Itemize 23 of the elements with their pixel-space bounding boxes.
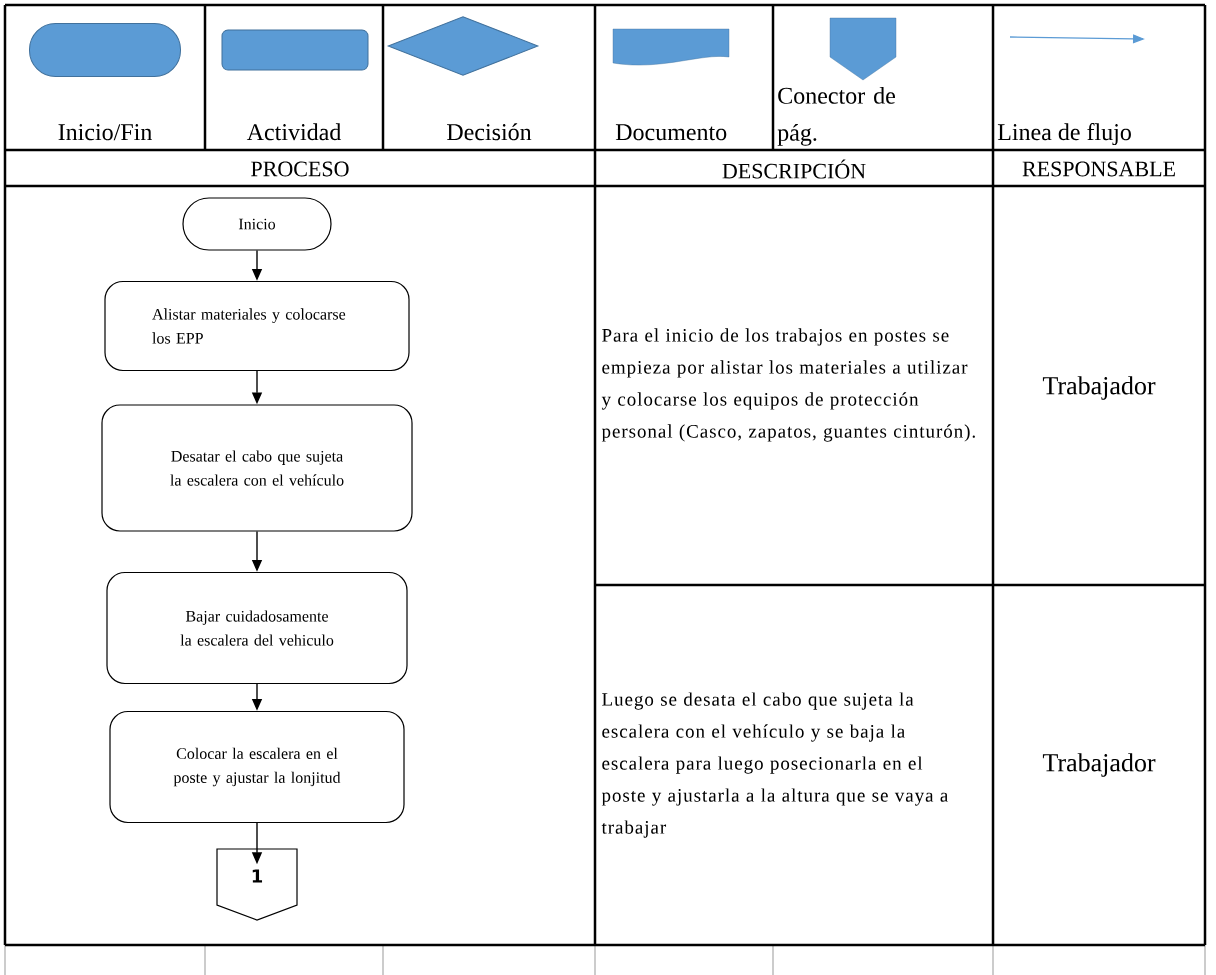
process-box: Desatar el cabo que sujeta la escalera con el vehículo [101, 404, 413, 532]
column-header: RESPONSABLE [1022, 161, 1175, 177]
role-text: Trabajador [1042, 753, 1156, 777]
description-text: Para el inicio de los trabajos en postes se empieza por alistar los materiales a utilizar y colocarse los equipos de protección personal (Casco, zapatos, guantes cinturón). [601, 328, 975, 442]
description-text: Luego se desata el cabo que sujeta la escalera con el vehículo y se baja la escalera para luego posecionarla en el poste y ajustarla a la altura que se vaya a trabajar [601, 692, 948, 838]
legend-label: Linea de flujo [997, 123, 1131, 146]
legend-label: Actividad [246, 123, 342, 141]
process-box: Alistar materiales y colocarse los EPP [104, 280, 410, 372]
pentagon-symbol [829, 17, 897, 81]
diamond-symbol [387, 16, 539, 76]
legend-label: Documento [615, 124, 727, 141]
legend-label: Decisión [447, 123, 532, 141]
document-symbol [612, 28, 730, 66]
column-header: PROCESO [251, 161, 349, 177]
process-box: Bajar cuidadosamente la escalera del vehiculo [106, 571, 408, 685]
process-box: Colocar la escalera en el poste y ajustar la lonjitud [109, 710, 405, 824]
role-text: Trabajador [1042, 376, 1156, 400]
legend-label: Conector de pág. [777, 86, 895, 146]
column-header: DESCRIPCIÓN [722, 159, 866, 179]
page-connector: 1 [216, 848, 298, 921]
rectangle-symbol [221, 29, 369, 71]
legend-label: Inicio/Fin [58, 124, 152, 141]
rounded-end-symbol [29, 23, 181, 77]
